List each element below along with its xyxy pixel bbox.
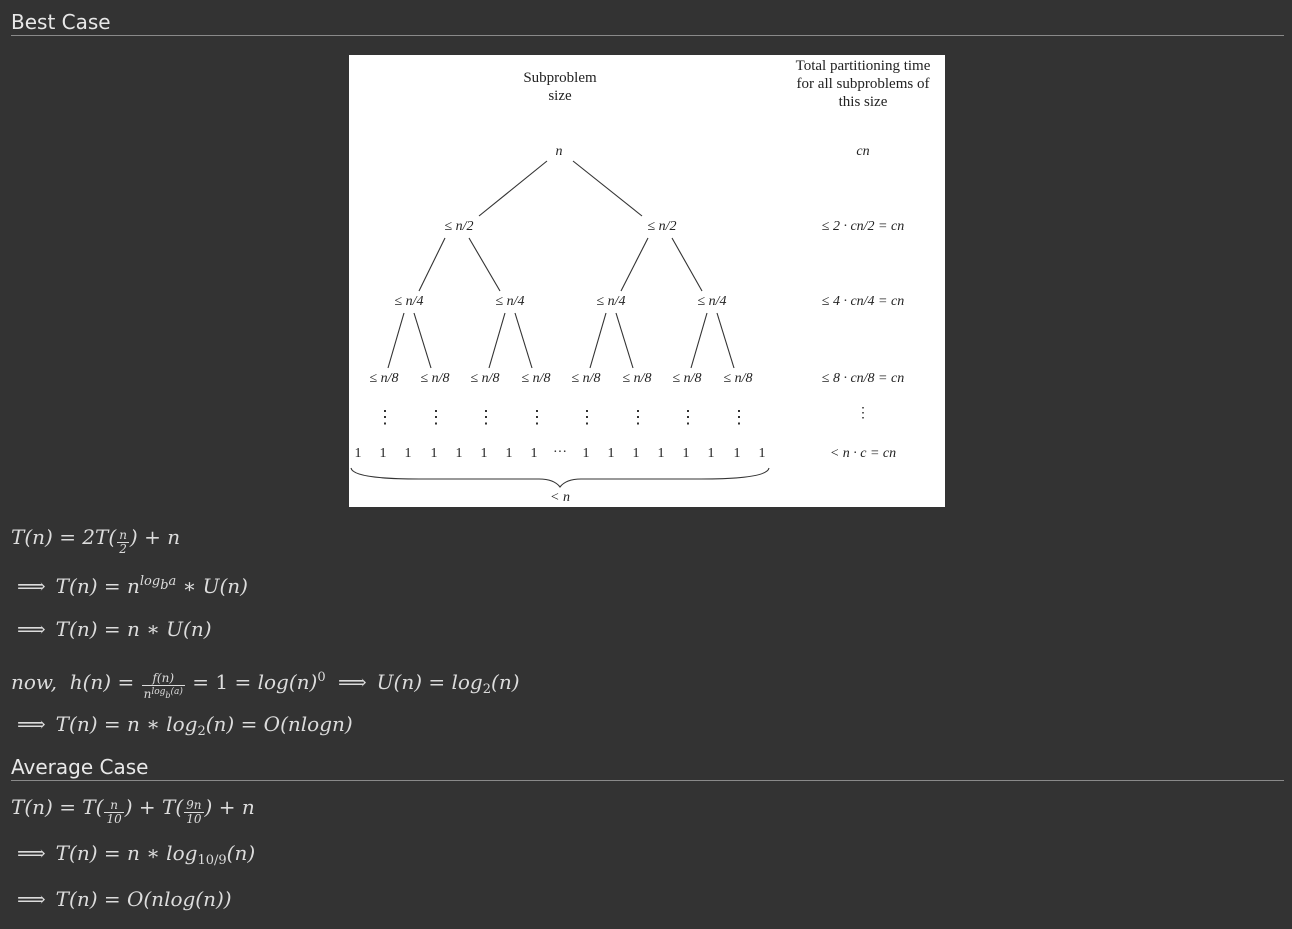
- tree-leaf-label: 1: [405, 446, 412, 461]
- tree-vdots: ⋮: [679, 407, 697, 427]
- tree-level3-label: ≤ n/8: [420, 371, 449, 386]
- tree-vdots: ⋮: [376, 407, 394, 427]
- tree-level3-label: ≤ n/8: [521, 371, 550, 386]
- bottom-brace-label: < n: [550, 490, 570, 505]
- best-case-heading: Best Case: [11, 10, 1284, 36]
- tree-leaf-label: 1: [531, 446, 538, 461]
- tree-edge: [671, 237, 703, 292]
- total-time-label: < n · c = cn: [830, 446, 896, 461]
- tree-edge: [387, 312, 405, 369]
- tree-leaf-label: 1: [708, 446, 715, 461]
- tree-level2-label: ≤ n/4: [596, 294, 625, 309]
- tree-leaf-label: 1: [456, 446, 463, 461]
- tree-level2-label: ≤ n/4: [697, 294, 726, 309]
- tree-leaf-label: 1: [759, 446, 766, 461]
- tree-leaf-label: 1: [481, 446, 488, 461]
- tree-level3-label: ≤ n/8: [672, 371, 701, 386]
- tree-level3-label: ≤ n/8: [622, 371, 651, 386]
- tree-edge: [615, 312, 634, 369]
- tree-vdots: ⋮: [528, 407, 546, 427]
- tree-edge: [589, 312, 607, 369]
- tree-leaf-label: 1: [355, 446, 362, 461]
- tree-level1-label: ≤ n/2: [444, 219, 473, 234]
- tree-edge: [514, 312, 533, 369]
- tree-level3-label: ≤ n/8: [470, 371, 499, 386]
- tree-edge: [620, 237, 649, 292]
- tree-level3-label: ≤ n/8: [723, 371, 752, 386]
- tree-leaf-label: 1: [431, 446, 438, 461]
- tree-leaf-label: 1: [633, 446, 640, 461]
- best-eq-2: ⟹T(n) = nlogba ∗ U(n): [17, 574, 248, 598]
- average-case-heading: Average Case: [11, 755, 1284, 781]
- tree-edge: [572, 160, 643, 217]
- tree-edge: [478, 160, 548, 217]
- tree-edge: [468, 237, 501, 292]
- tree-edge: [418, 237, 446, 292]
- tree-vdots: ⋮: [578, 407, 596, 427]
- recursion-tree-figure: Subproblem size Total partitioning time …: [349, 55, 945, 507]
- avg-eq-2: ⟹T(n) = n ∗ log10/9(n): [17, 841, 256, 868]
- tree-vdots: ⋮: [730, 407, 748, 427]
- tree-leaf-label: 1: [380, 446, 387, 461]
- tree-node-labels: n ≤ n/2 ≤ n/2 ≤ n/4 ≤ n/4 ≤ n/4 ≤ n/4 ≤ n/8 ≤ n/…: [355, 144, 766, 461]
- tree-level3-label: ≤ n/8: [369, 371, 398, 386]
- figure-header-subproblem: Subproblem: [523, 70, 597, 86]
- bottom-brace: [350, 467, 770, 488]
- best-eq-5: ⟹T(n) = n ∗ log2(n) = O(nlogn): [17, 712, 353, 739]
- figure-header-total-2: for all subproblems of: [797, 76, 930, 92]
- recursion-tree-svg: Subproblem size Total partitioning time …: [350, 58, 931, 505]
- tree-leaf-label: 1: [734, 446, 741, 461]
- total-time-label: ≤ 8 · cn/8 = cn: [822, 371, 904, 386]
- tree-edge: [413, 312, 432, 369]
- total-time-label: ≤ 4 · cn/4 = cn: [822, 294, 904, 309]
- tree-vdots: ⋮: [629, 407, 647, 427]
- tree-level1-label: ≤ n/2: [647, 219, 676, 234]
- best-eq-3: ⟹T(n) = n ∗ U(n): [17, 617, 212, 641]
- tree-leaf-label: 1: [608, 446, 615, 461]
- total-time-label: cn: [856, 144, 869, 159]
- figure-header-total-3: this size: [839, 94, 888, 110]
- figure-header-total-1: Total partitioning time: [796, 58, 931, 74]
- tree-leaf-label: 1: [583, 446, 590, 461]
- tree-level2-label: ≤ n/4: [394, 294, 423, 309]
- tree-vdots: ⋮: [477, 407, 495, 427]
- tree-edges: [387, 160, 735, 369]
- tree-root-label: n: [556, 144, 563, 159]
- tree-leaf-label: 1: [683, 446, 690, 461]
- total-time-label: ≤ 2 · cn/2 = cn: [822, 219, 904, 234]
- total-time-labels: cn ≤ 2 · cn/2 = cn ≤ 4 · cn/4 = cn ≤ 8 · cn…: [822, 144, 904, 461]
- tree-edge: [488, 312, 506, 369]
- avg-eq-3: ⟹T(n) = O(nlog(n)): [17, 887, 232, 911]
- tree-leaf-label: 1: [658, 446, 665, 461]
- total-time-label: ⋮: [856, 406, 870, 421]
- tree-level3-label: ≤ n/8: [571, 371, 600, 386]
- tree-ellipsis: ···: [553, 445, 567, 460]
- tree-level2-label: ≤ n/4: [495, 294, 524, 309]
- tree-edge: [690, 312, 708, 369]
- best-eq-4: now, h(n) = f(n)nlogb(a) = 1 = log(n)0 ⟹…: [11, 670, 520, 701]
- tree-vdots: ⋮: [427, 407, 445, 427]
- figure-header-size: size: [548, 88, 572, 104]
- tree-edge: [716, 312, 735, 369]
- tree-leaf-label: 1: [506, 446, 513, 461]
